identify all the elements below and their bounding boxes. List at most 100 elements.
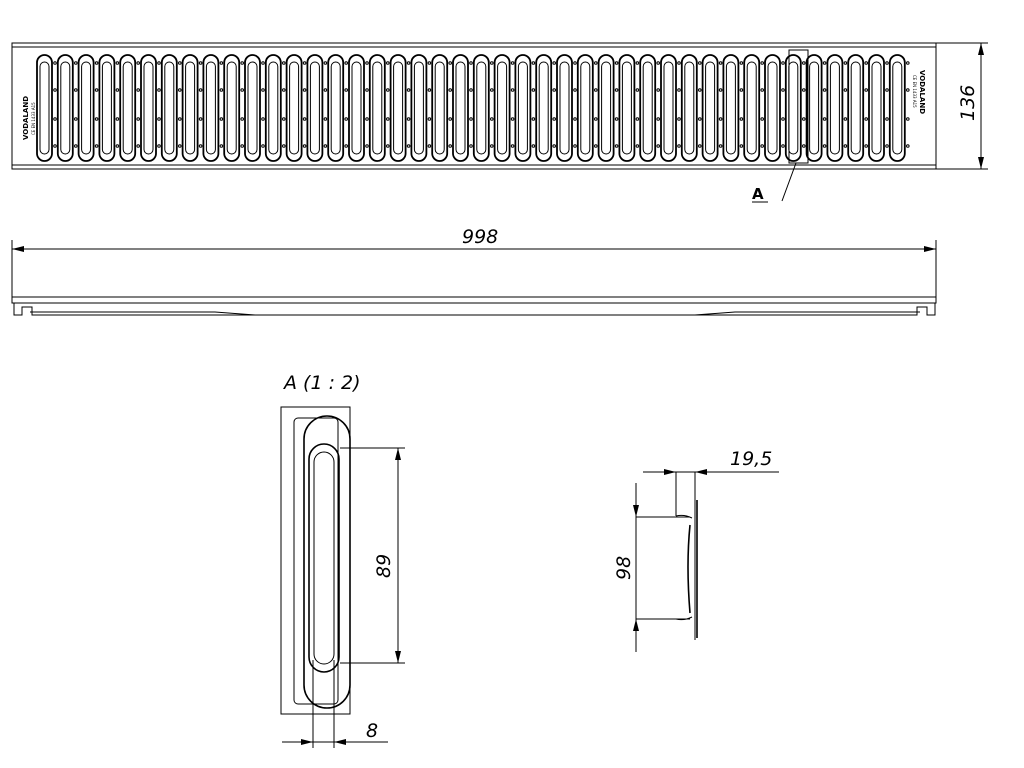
slot xyxy=(538,61,549,155)
bolt-hole xyxy=(510,61,515,65)
slot xyxy=(434,61,445,155)
slot xyxy=(185,61,196,155)
slot xyxy=(743,54,761,162)
slot xyxy=(576,54,594,162)
bolt-hole xyxy=(74,144,78,148)
section-view: 19,5 98 xyxy=(613,448,779,652)
slot xyxy=(784,54,802,162)
bolt-hole xyxy=(490,61,494,65)
bolt-hole xyxy=(157,144,161,148)
slot xyxy=(372,61,383,155)
bolt-hole xyxy=(698,61,702,65)
bolt-hole xyxy=(718,144,723,148)
detail-title: A (1 : 2) xyxy=(282,372,361,394)
slot xyxy=(767,61,778,155)
bolt-hole xyxy=(781,88,785,92)
bolt-hole xyxy=(552,61,557,65)
slot xyxy=(514,54,532,162)
bolt-hole xyxy=(53,61,57,65)
slot xyxy=(164,61,175,155)
slot xyxy=(56,54,74,162)
slot xyxy=(393,61,404,155)
bolt-hole xyxy=(427,61,432,65)
bolt-hole xyxy=(74,61,78,65)
slot xyxy=(788,61,799,155)
bolt-hole xyxy=(656,144,661,148)
bolt-hole xyxy=(469,144,473,148)
bolt-hole xyxy=(885,88,889,92)
bolt-hole xyxy=(427,88,432,92)
bolt-hole xyxy=(344,88,349,92)
logo-right: VODALAND xyxy=(918,70,926,114)
span-dim: 98 xyxy=(613,556,635,580)
bolt-hole xyxy=(469,117,473,121)
bolt-hole xyxy=(781,61,785,65)
slot xyxy=(497,61,508,155)
slot xyxy=(36,54,53,162)
bolt-hole xyxy=(552,88,557,92)
bolt-hole xyxy=(510,117,515,121)
bolt-hole xyxy=(448,144,453,148)
bolt-hole xyxy=(344,117,349,121)
bolt-hole xyxy=(614,117,619,121)
bolt-hole xyxy=(531,144,536,148)
logo-left: VODALAND xyxy=(22,96,30,140)
bolt-hole xyxy=(115,61,120,65)
slot xyxy=(660,54,677,162)
bolt-hole xyxy=(573,144,577,148)
bolt-hole xyxy=(157,88,161,92)
bolt-hole xyxy=(822,61,827,65)
length-dim: 998 xyxy=(462,226,498,248)
detail-a-frame xyxy=(788,49,809,164)
slot xyxy=(244,54,261,162)
bolt-hole xyxy=(614,144,619,148)
bolt-hole xyxy=(760,61,765,65)
slot xyxy=(535,54,553,162)
bolt-hole xyxy=(781,117,785,121)
slot xyxy=(330,61,341,155)
bolt-hole xyxy=(760,117,765,121)
bolt-hole xyxy=(677,61,681,65)
slot xyxy=(431,54,449,162)
slot xyxy=(517,61,528,155)
bolt-hole xyxy=(885,61,889,65)
bolt-hole xyxy=(240,144,244,148)
slot xyxy=(642,61,653,155)
bolt-hole xyxy=(822,88,827,92)
bolt-hole xyxy=(386,88,390,92)
slot xyxy=(601,61,612,155)
bolt-hole xyxy=(344,61,349,65)
bolt-hole xyxy=(178,117,182,121)
slot xyxy=(143,61,154,155)
slot xyxy=(618,54,636,162)
slot xyxy=(764,54,781,162)
bolt-hole xyxy=(885,144,889,148)
bolt-hole xyxy=(490,144,494,148)
slot xyxy=(847,54,865,162)
slot xyxy=(556,54,573,162)
bolt-hole xyxy=(448,61,453,65)
bolt-hole xyxy=(802,61,806,65)
bolt-hole xyxy=(406,61,411,65)
slot xyxy=(452,54,469,162)
slot xyxy=(684,61,695,155)
slot xyxy=(597,54,615,162)
slot xyxy=(39,61,50,155)
slot-length-dim: 89 xyxy=(373,554,395,578)
slot xyxy=(202,54,220,162)
bolt-hole xyxy=(261,61,265,65)
bolt-hole xyxy=(781,144,785,148)
bolt-hole xyxy=(386,117,390,121)
slot xyxy=(868,54,885,162)
bolt-hole xyxy=(406,88,411,92)
bolt-hole xyxy=(178,144,182,148)
bolt-hole xyxy=(302,88,307,92)
bolt-hole xyxy=(219,144,224,148)
bolt-hole xyxy=(573,117,577,121)
bolt-hole xyxy=(323,144,328,148)
bolt-hole xyxy=(365,144,369,148)
slot xyxy=(389,54,407,162)
bolt-hole xyxy=(261,117,265,121)
slot xyxy=(122,61,133,155)
bolt-hole xyxy=(240,61,244,65)
